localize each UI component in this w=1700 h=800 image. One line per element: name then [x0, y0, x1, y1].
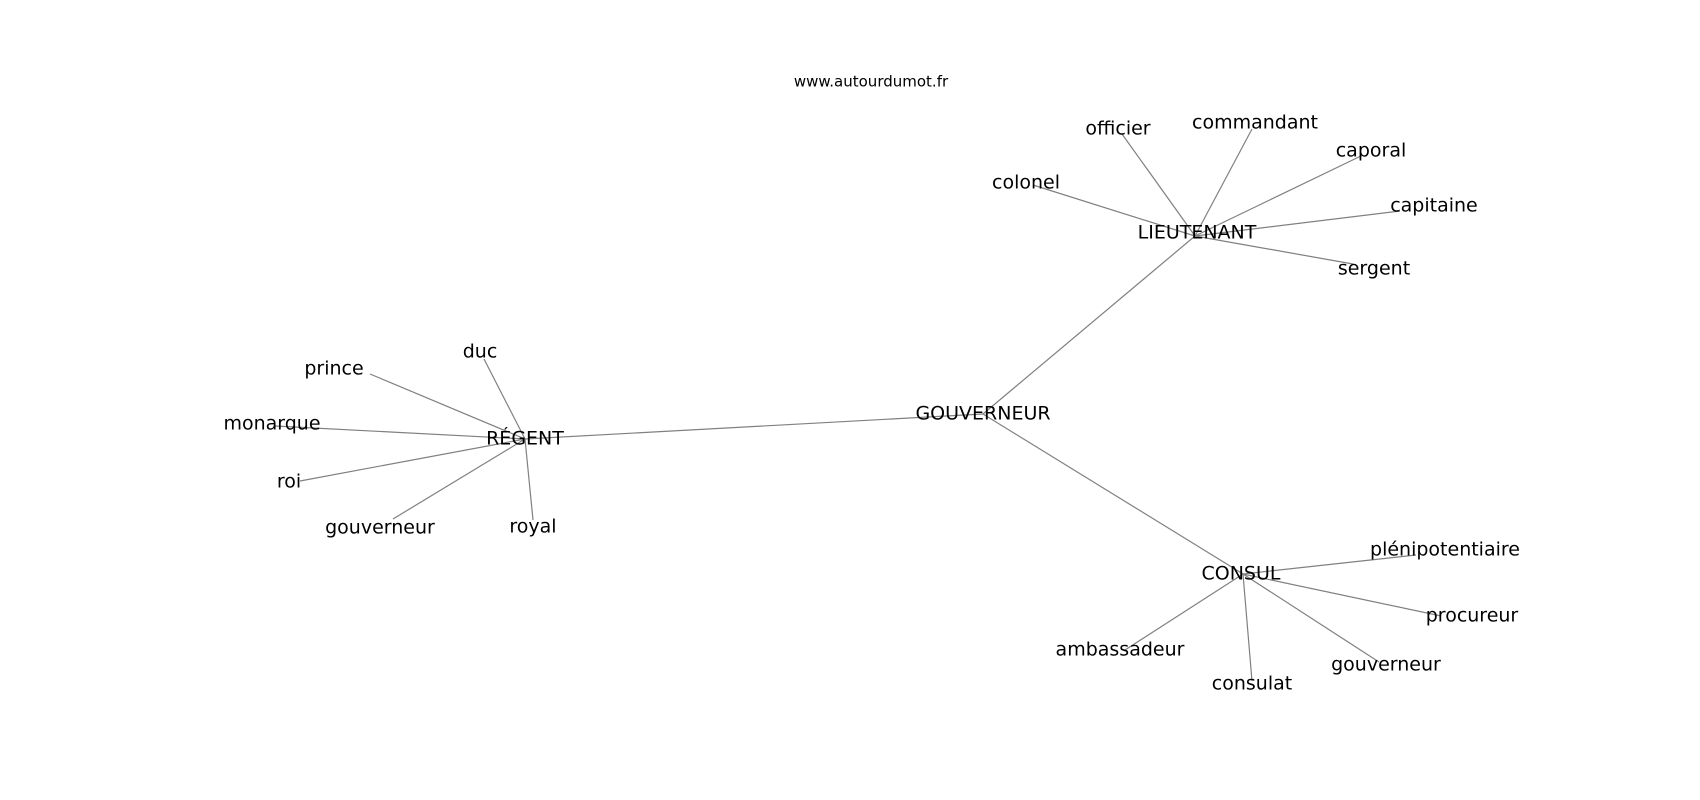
edge-hub-to-leaf: [1242, 573, 1380, 663]
edge-hub-to-leaf: [1032, 184, 1196, 237]
edge-hub-to-leaf: [1194, 128, 1253, 237]
edge-center-to-hub: [524, 413, 984, 440]
node-hub[interactable]: LIEUTENANT: [1138, 222, 1257, 244]
node-leaf[interactable]: ambassadeur: [1056, 639, 1185, 661]
node-leaf[interactable]: gouverneur: [325, 517, 435, 539]
node-leaf[interactable]: gouverneur: [1331, 654, 1441, 676]
node-leaf[interactable]: sergent: [1338, 258, 1410, 280]
edge-hub-to-leaf: [392, 438, 526, 520]
edge-hub-to-leaf: [1242, 573, 1253, 682]
node-leaf[interactable]: caporal: [1336, 140, 1407, 162]
graph-edges: [274, 128, 1442, 682]
node-center[interactable]: GOUVERNEUR: [915, 403, 1050, 425]
edge-hub-to-leaf: [1194, 235, 1354, 265]
node-hub[interactable]: CONSUL: [1202, 563, 1281, 585]
edge-hub-to-leaf: [1242, 554, 1417, 575]
node-leaf[interactable]: commandant: [1192, 112, 1318, 134]
node-leaf[interactable]: monarque: [223, 413, 320, 435]
edge-hub-to-leaf: [1194, 210, 1401, 237]
edge-center-to-hub: [982, 413, 1244, 575]
edge-hub-to-leaf: [1124, 573, 1244, 651]
edge-hub-to-leaf: [483, 358, 526, 440]
edge-hub-to-leaf: [299, 438, 526, 482]
node-leaf[interactable]: prince: [304, 358, 363, 380]
edge-hub-to-leaf: [274, 425, 526, 440]
edge-center-to-hub: [982, 235, 1196, 415]
node-leaf[interactable]: procureur: [1426, 605, 1519, 627]
node-leaf[interactable]: officier: [1085, 118, 1150, 140]
edge-hub-to-leaf: [1242, 573, 1442, 617]
node-leaf[interactable]: duc: [463, 341, 498, 363]
edge-hub-to-leaf: [1194, 154, 1364, 237]
node-hub[interactable]: RÉGENT: [486, 427, 564, 450]
edge-hub-to-leaf: [369, 373, 526, 440]
node-leaf[interactable]: capitaine: [1390, 195, 1478, 217]
node-leaf[interactable]: plénipotentiaire: [1370, 539, 1520, 561]
node-leaf[interactable]: colonel: [992, 172, 1060, 194]
node-leaf[interactable]: royal: [509, 516, 556, 538]
graph-labels: www.autourdumot.fr GOUVERNEUR RÉGENT duc pr…: [223, 73, 1520, 695]
node-leaf[interactable]: roi: [277, 471, 301, 493]
watermark-text[interactable]: www.autourdumot.fr: [794, 73, 949, 91]
edge-hub-to-leaf: [524, 438, 534, 521]
node-leaf[interactable]: consulat: [1212, 673, 1292, 695]
edge-hub-to-leaf: [1121, 133, 1196, 237]
